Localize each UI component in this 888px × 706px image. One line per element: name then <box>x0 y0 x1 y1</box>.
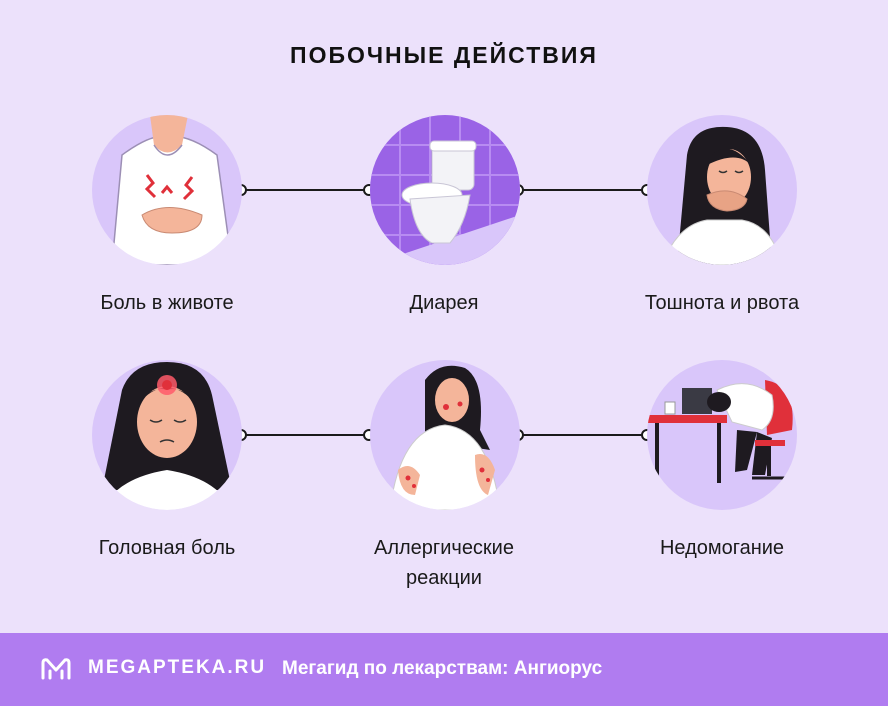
footer-tagline: Мегагид по лекарствам: Ангиорус <box>282 658 603 679</box>
malaise-icon <box>647 360 797 510</box>
label-headache: Головная боль <box>98 537 236 559</box>
label-allergy: Аллергические реакции <box>374 537 514 589</box>
label-malaise: Недомогание <box>659 537 785 559</box>
toilet-icon <box>370 115 520 265</box>
nausea-icon <box>647 115 797 265</box>
label-stomach-pain: Боль в животе <box>100 292 234 314</box>
headache-icon <box>92 360 242 510</box>
label-nausea: Тошнота и рвота <box>644 292 800 314</box>
brand-name: MEGAPTEKA.RU <box>88 657 267 678</box>
label-diarrhea: Диарея <box>409 292 479 314</box>
megapteka-logo-icon <box>41 658 71 680</box>
stomach-pain-icon <box>92 115 242 265</box>
allergy-icon <box>370 360 520 510</box>
page-title: ПОБОЧНЫЕ ДЕЙСТВИЯ <box>290 42 598 68</box>
footer-bar: MEGAPTEKA.RU Мегагид по лекарствам: Анги… <box>0 633 888 706</box>
